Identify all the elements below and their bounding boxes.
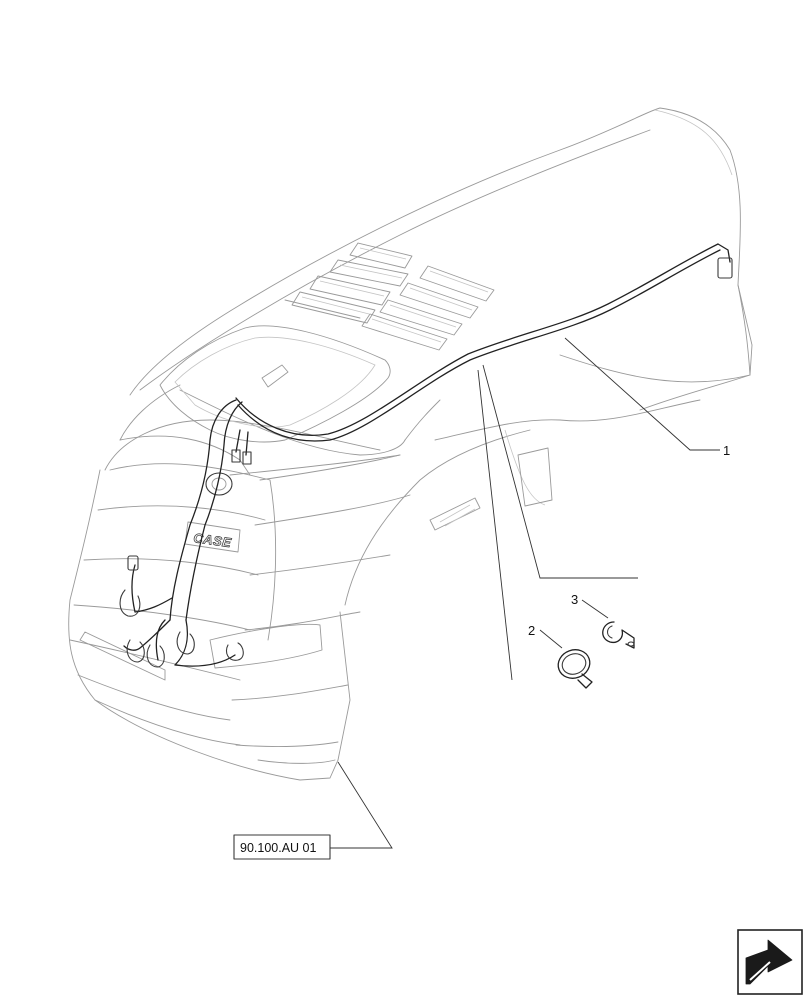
callout-2-label[interactable]: 2 (528, 623, 535, 638)
hood-access-panel (159, 325, 391, 443)
tractor-hood (68, 107, 753, 781)
brand-logo-text: CASE (193, 530, 233, 550)
reference-code[interactable]: 90.100.AU 01 (240, 841, 316, 855)
part-2-hose-clamp (557, 649, 593, 689)
hood-vent-slots (284, 242, 495, 351)
leader-lines (330, 337, 720, 849)
brand-badge: CASE (184, 521, 241, 553)
wiring-harness (119, 243, 733, 668)
arrow-nav-icon[interactable] (737, 929, 803, 995)
callout-3-label[interactable]: 3 (571, 592, 578, 607)
callout-1-label[interactable]: 1 (723, 443, 730, 458)
reference-box[interactable]: 90.100.AU 01 (233, 834, 331, 860)
part-3-p-clip (602, 621, 635, 649)
